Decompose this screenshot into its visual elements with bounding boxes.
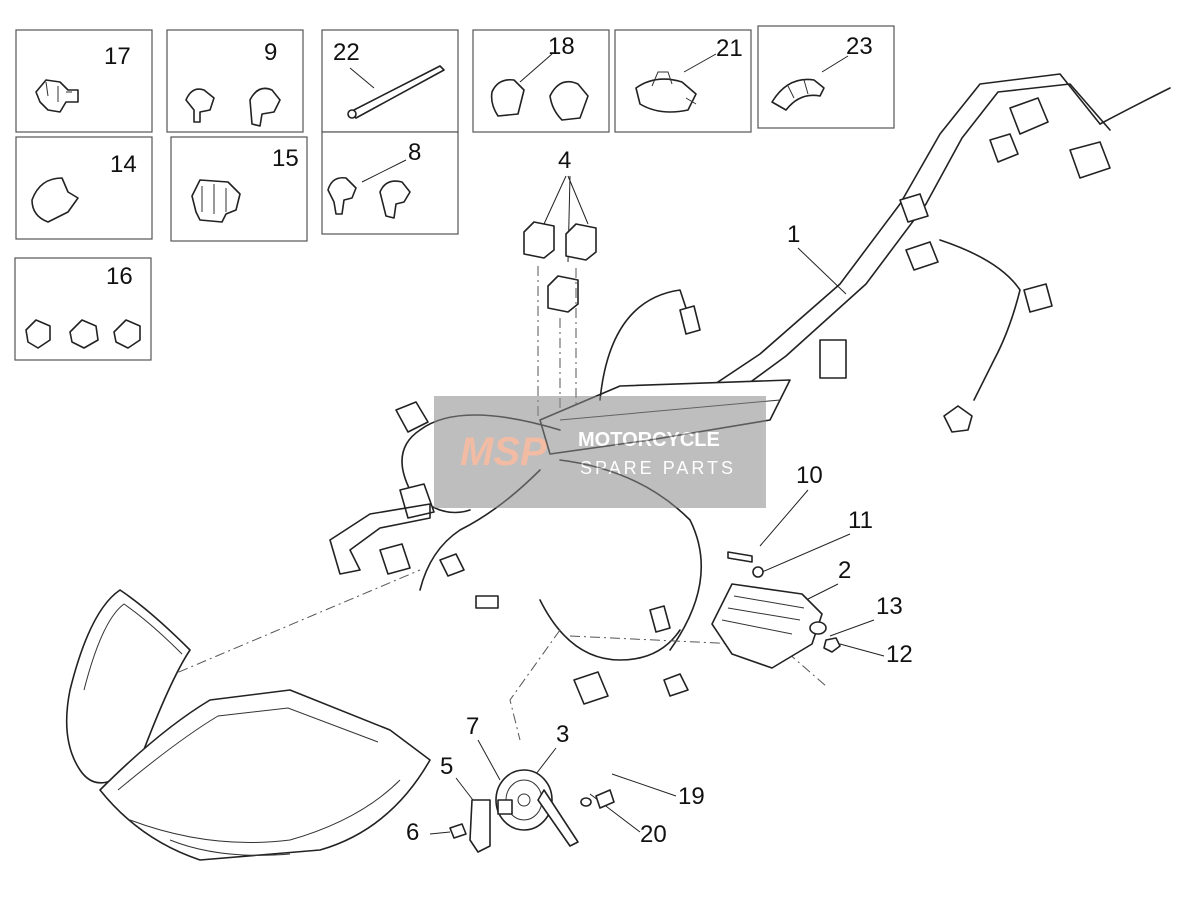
callout-9: 9	[264, 39, 277, 66]
callout-4: 4	[558, 147, 571, 174]
voltage-regulator: 10 11 2 13 12	[711, 462, 913, 669]
watermark-logo: MSP	[460, 430, 547, 474]
callout-12: 12	[886, 641, 913, 668]
callout-6: 6	[406, 819, 419, 846]
callout-21: 21	[716, 35, 743, 62]
callout-1: 1	[787, 221, 800, 248]
headlight-assembly	[65, 589, 431, 861]
inset-box-16: 16	[14, 257, 152, 361]
inset-box-23: 23	[757, 25, 895, 129]
inset-box-18: 18	[472, 29, 610, 133]
inset-box-14: 14	[15, 136, 153, 240]
watermark: MSP MOTORCYCLE SPARE PARTS	[434, 396, 766, 508]
relay-group: 4	[523, 147, 597, 420]
callout-8: 8	[408, 139, 421, 166]
callout-19: 19	[678, 783, 705, 810]
callout-13: 13	[876, 593, 903, 620]
inset-box-21: 21	[614, 29, 752, 133]
horn-link-line	[509, 629, 561, 741]
callout-18: 18	[548, 33, 575, 60]
callout-16: 16	[106, 263, 133, 290]
callout-20: 20	[640, 821, 667, 848]
callout-3: 3	[556, 721, 569, 748]
callout-22: 22	[333, 39, 360, 66]
callout-5: 5	[440, 753, 453, 780]
callout-17: 17	[104, 43, 131, 70]
callout-15: 15	[272, 145, 299, 172]
callout-10: 10	[796, 462, 823, 489]
headlight-link-line	[159, 569, 421, 681]
inset-box-15: 15	[170, 136, 308, 242]
watermark-line2: SPARE PARTS	[580, 458, 736, 478]
inset-box-17: 17	[15, 29, 153, 133]
horn-assembly: 3 7 5 6 19 20	[406, 713, 705, 853]
callout-23: 23	[846, 33, 873, 60]
callout-7: 7	[466, 713, 479, 740]
watermark-line1: MOTORCYCLE	[578, 429, 720, 451]
callout-11: 11	[848, 507, 873, 534]
callout-2: 2	[838, 557, 851, 584]
callout-14: 14	[110, 151, 137, 178]
inset-box-22: 22	[321, 29, 459, 133]
inset-box-8: 8	[321, 131, 459, 235]
inset-box-9: 9	[166, 29, 304, 133]
